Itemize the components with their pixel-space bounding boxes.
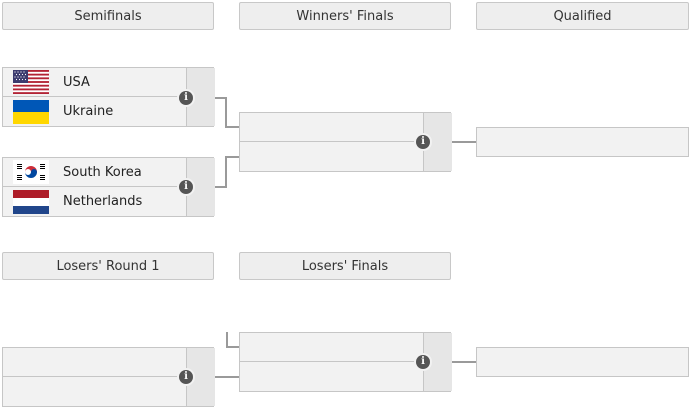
semifinal-match-2[interactable]: South Korea Netherlands xyxy=(2,157,215,217)
semifinal-match-1[interactable]: USA Ukraine xyxy=(2,67,215,127)
match-slot-empty[interactable] xyxy=(240,142,423,171)
header-losers-round-1: Losers' Round 1 xyxy=(2,252,214,280)
ukraine-flag-icon xyxy=(13,99,49,124)
header-losers-finals: Losers' Finals xyxy=(239,252,451,280)
qualified-slot-lower[interactable] xyxy=(476,347,689,377)
team-name[interactable]: Netherlands xyxy=(63,194,143,209)
header-qualified: Qualified xyxy=(476,2,689,30)
match-info-icon[interactable]: i xyxy=(179,91,193,105)
qualified-slot-upper[interactable] xyxy=(476,127,689,157)
header-semifinals: Semifinals xyxy=(2,2,214,30)
match-slot-usa[interactable]: USA xyxy=(3,68,186,97)
netherlands-flag-icon xyxy=(13,189,49,214)
header-winners-finals: Winners' Finals xyxy=(239,2,451,30)
match-slot-south-korea[interactable]: South Korea xyxy=(3,158,186,187)
team-name[interactable]: South Korea xyxy=(63,164,142,180)
connector-stub-lf xyxy=(226,332,240,348)
match-slot-empty[interactable] xyxy=(240,333,423,362)
match-slot-empty[interactable] xyxy=(3,348,186,377)
match-info-icon[interactable]: i xyxy=(179,180,193,194)
losers-round-1-match[interactable] xyxy=(2,347,215,407)
match-info-icon[interactable]: i xyxy=(416,355,430,369)
losers-finals-match[interactable] xyxy=(239,332,452,392)
usa-flag-icon xyxy=(13,70,49,94)
team-name[interactable]: Ukraine xyxy=(63,104,114,119)
match-slot-empty[interactable] xyxy=(240,362,423,391)
team-name[interactable]: USA xyxy=(63,74,90,90)
match-slot-ukraine[interactable]: Ukraine xyxy=(3,97,186,126)
winners-finals-match[interactable] xyxy=(239,112,452,172)
south-korea-flag-icon xyxy=(13,160,49,184)
match-slot-netherlands[interactable]: Netherlands xyxy=(3,187,186,216)
match-info-icon[interactable]: i xyxy=(179,370,193,384)
match-slot-empty[interactable] xyxy=(3,377,186,406)
match-slot-empty[interactable] xyxy=(240,113,423,142)
match-info-icon[interactable]: i xyxy=(416,135,430,149)
